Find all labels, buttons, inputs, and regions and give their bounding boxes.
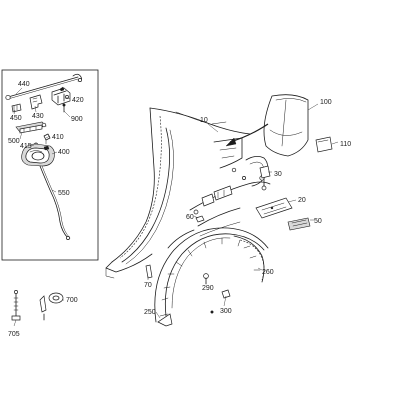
part-440-cable <box>5 73 82 101</box>
part-450-clip <box>11 103 22 113</box>
label-440: 440 <box>18 81 30 88</box>
label-60: 60 <box>186 214 194 221</box>
part-700-grommet <box>39 292 64 321</box>
part-10-side-panel <box>105 107 271 279</box>
part-50-reflector <box>287 217 311 231</box>
label-420: 420 <box>72 97 84 104</box>
fuel-filler-inset: 440 450 430 420 900 500 410 415 400 550 <box>1 69 99 261</box>
part-300-clip <box>210 289 231 314</box>
label-290: 290 <box>202 285 214 292</box>
label-250: 250 <box>144 309 156 316</box>
label-500: 500 <box>8 138 20 145</box>
label-100: 100 <box>320 99 332 106</box>
label-450: 450 <box>10 115 22 122</box>
part-430-bracket <box>29 94 43 110</box>
assembly-arrow <box>225 123 269 147</box>
label-30: 30 <box>274 171 282 178</box>
part-70-plug <box>145 264 153 279</box>
part-290-screw <box>203 273 209 285</box>
label-260: 260 <box>262 269 274 276</box>
part-420-actuator <box>51 86 71 106</box>
label-110: 110 <box>340 141 351 148</box>
inset-box <box>1 69 99 261</box>
part-250-wheel-liner <box>154 227 269 327</box>
part-410-clip <box>43 133 51 145</box>
part-110-cover <box>315 136 333 153</box>
label-415: 415 <box>20 143 32 150</box>
label-400: 400 <box>58 149 70 156</box>
part-550-hose <box>39 165 71 240</box>
label-70: 70 <box>144 282 152 289</box>
label-700: 700 <box>66 297 78 304</box>
label-10: 10 <box>200 117 208 124</box>
label-410: 410 <box>52 134 64 141</box>
label-430: 430 <box>32 113 44 120</box>
part-400-flap-housing <box>21 143 55 167</box>
label-705: 705 <box>8 331 20 338</box>
label-20: 20 <box>298 197 306 204</box>
part-100-roof-panel <box>263 94 309 157</box>
part-60-fastener <box>195 215 205 223</box>
part-20-plate <box>255 197 293 219</box>
part-900-pin <box>62 103 66 113</box>
part-705-bolt <box>11 290 21 321</box>
part-260-liner-section <box>233 235 265 283</box>
part-500-housing <box>15 121 47 134</box>
label-550: 550 <box>58 190 70 197</box>
part-30-bracket <box>259 165 271 191</box>
label-50: 50 <box>314 218 322 225</box>
label-900: 900 <box>71 116 83 123</box>
label-300: 300 <box>220 308 232 315</box>
